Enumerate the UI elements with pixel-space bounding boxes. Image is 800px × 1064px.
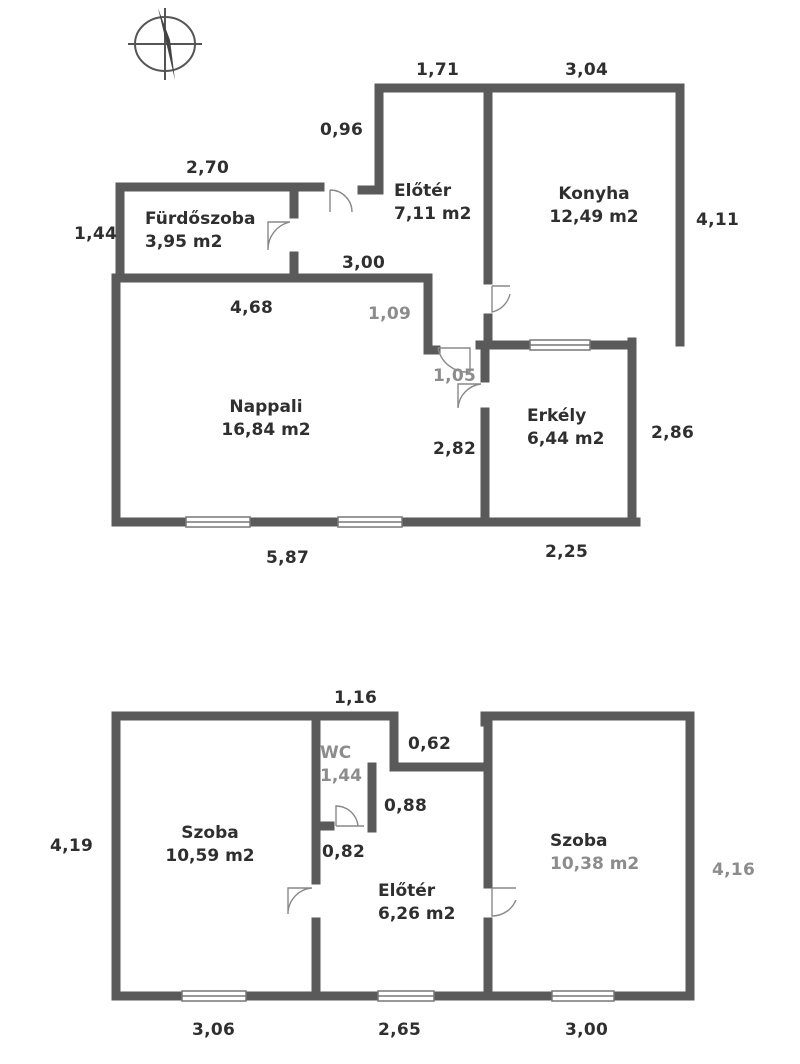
dimension-label: 0,62 [408,734,452,754]
dimension-label: 2,25 [545,542,589,562]
dimension-label: 3,00 [342,253,386,273]
room-name: Konyha [558,184,630,204]
dimension-label: 4,68 [230,298,274,318]
room-name: Fürdőszoba [145,209,256,229]
dimension-label: 4,11 [696,210,740,230]
dimension-label: 1,71 [416,60,460,80]
room-area: 1,44 [320,765,362,786]
dimension-label: 3,04 [565,60,609,80]
room-furdoszoba: Fürdőszoba 3,95 m2 [145,208,255,254]
upper-floor-walls [111,83,685,527]
dimension-label: 1,44 [74,224,118,244]
lower-floor-doors [287,805,517,917]
dimension-label: 0,88 [384,796,428,816]
room-konyha: Konyha 12,49 m2 [549,183,638,229]
room-name: Szoba [181,823,239,843]
room-name: Erkély [527,406,587,426]
room-area: 6,44 m2 [527,428,605,449]
room-erkely: Erkély 6,44 m2 [527,405,604,451]
dimension-label: 2,65 [378,1020,422,1040]
dimension-label: 2,86 [651,423,695,443]
dimension-label: 2,82 [433,439,477,459]
room-name: Szoba [550,831,608,851]
dimension-label: 2,70 [186,158,230,178]
upper-floor-doors [267,189,511,409]
dimension-label: 3,06 [192,1020,236,1040]
room-name: Nappali [229,397,303,417]
room-area: 10,38 m2 [550,853,640,874]
upper-floor-windows [185,339,591,528]
room-eloter-upper: Előtér 7,11 m2 [394,180,471,226]
north-arrow-icon [128,8,202,80]
dimension-label: 0,96 [320,120,364,140]
dimension-label: 1,09 [368,304,412,324]
lower-floor-windows [181,990,615,1002]
lower-floor-walls [111,711,695,1001]
dimension-label: 3,00 [565,1020,609,1040]
dimension-label: 1,16 [334,688,378,708]
room-area: 3,95 m2 [145,231,223,252]
room-area: 12,49 m2 [549,206,639,227]
room-wc: WC 1,44 [320,742,362,788]
room-area: 16,84 m2 [221,419,311,440]
dimension-label: 0,82 [322,842,366,862]
room-area: 6,26 m2 [378,903,456,924]
room-eloter-lower: Előtér 6,26 m2 [378,880,455,926]
dimension-label: 5,87 [266,548,310,568]
room-szoba-left: Szoba 10,59 m2 [165,822,254,868]
room-area: 7,11 m2 [394,203,472,224]
room-name: Előtér [394,181,452,201]
dimension-label: 1,05 [433,366,477,386]
room-szoba-right: Szoba 10,38 m2 [550,830,639,876]
room-nappali: Nappali 16,84 m2 [221,396,310,442]
room-name: Előtér [378,881,436,901]
dimension-label: 4,19 [50,836,94,856]
room-area: 10,59 m2 [165,845,255,866]
dimension-label: 4,16 [712,860,756,880]
room-name: WC [320,743,352,763]
